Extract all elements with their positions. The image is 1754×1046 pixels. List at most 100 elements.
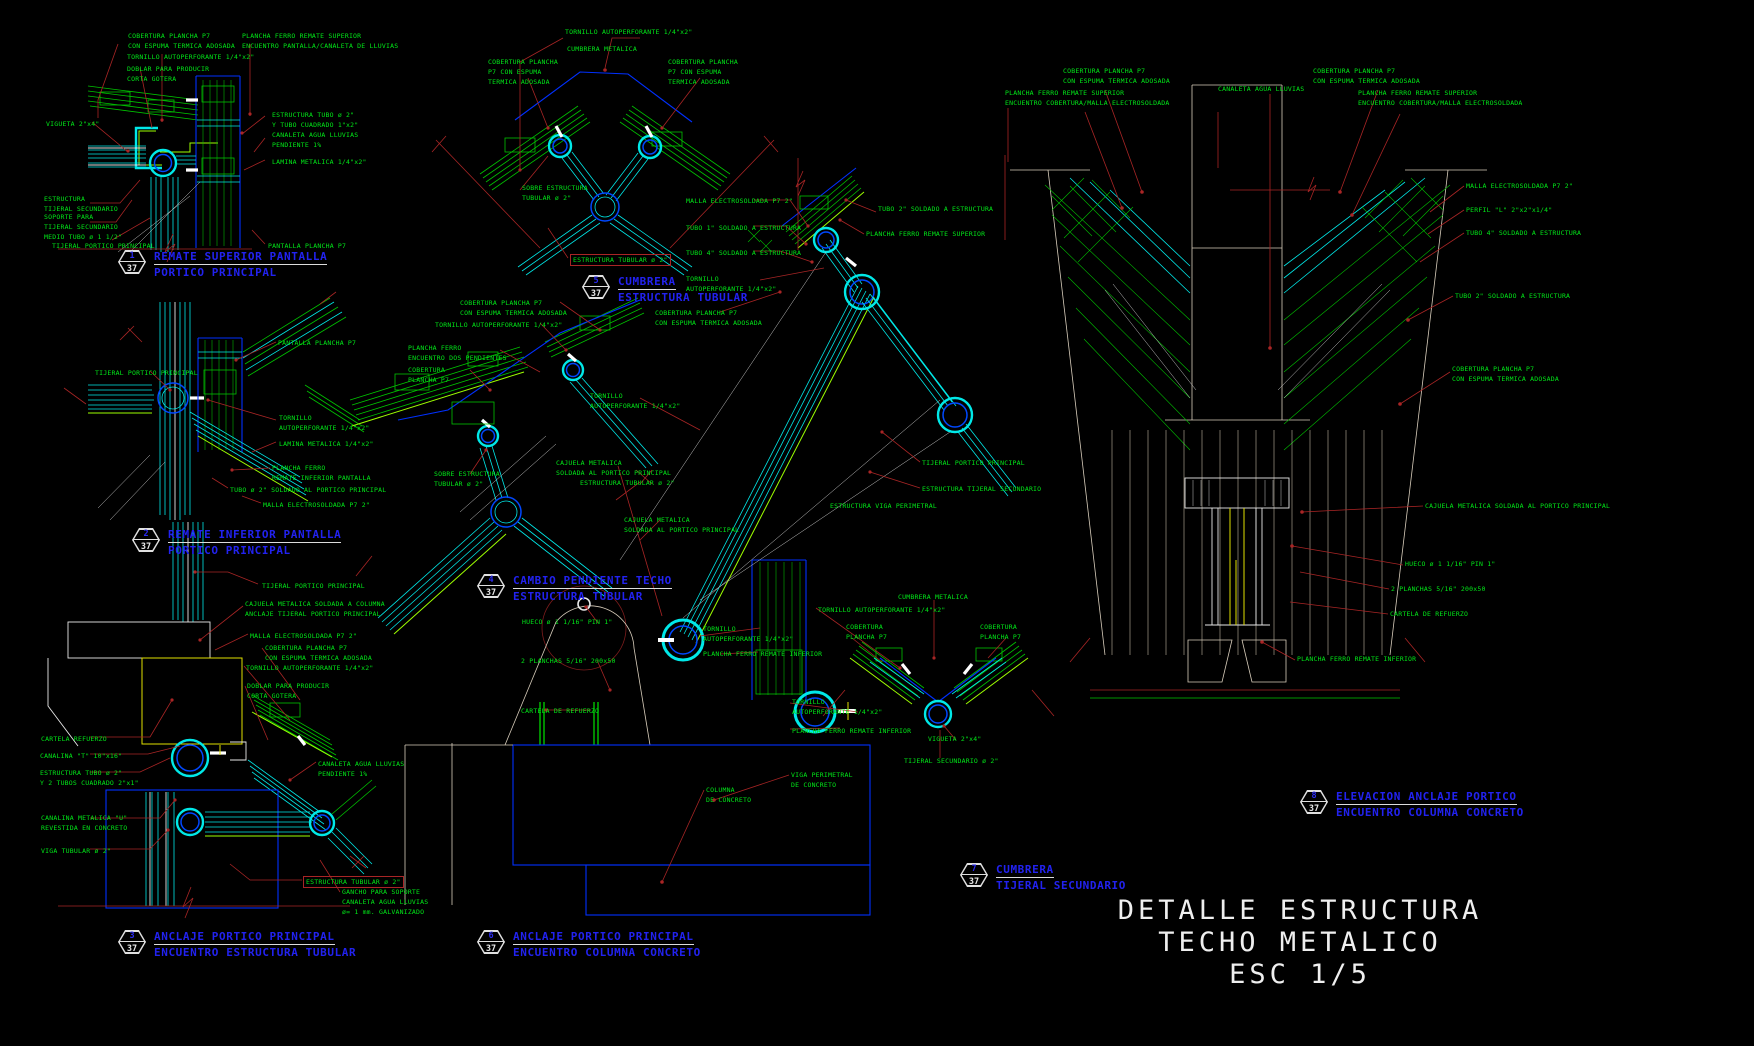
detail-number: 5 xyxy=(593,275,599,286)
annotation-label: PLANCHA FERRO REMATE INFERIOR xyxy=(1297,655,1417,663)
sheet-title-line-3: ESC 1/5 xyxy=(1229,958,1371,990)
sheet-number: 37 xyxy=(126,263,138,274)
sheet-number: 37 xyxy=(140,541,152,552)
annotation-label: PANTALLA PLANCHA P7 xyxy=(278,339,357,347)
annotation-label: CAJUELA METALICA SOLDADA AL PORTICO PRIN… xyxy=(624,516,740,535)
annotation-label: CARTELA DE REFUERZO xyxy=(1390,610,1469,618)
annotation-label: ESTRUCTURA TUBULAR ø 2" xyxy=(303,876,404,889)
sheet-number: 37 xyxy=(968,876,980,887)
annotation-label: MALLA ELECTROSOLDADA P7 2" xyxy=(1466,182,1573,190)
annotation-label: COLUMNA DE CONCRETO xyxy=(706,786,752,805)
annotation-label: TUBO 1" SOLDADO A ESTRUCTURA xyxy=(686,224,802,232)
annotation-label: TORNILLO AUTOPERFORANTE 1/4"x2" xyxy=(565,28,693,36)
annotation-label: TIJERAL PORTICO PRINCIPAL xyxy=(95,369,198,377)
detail-number: 6 xyxy=(488,930,494,941)
annotation-label: PLANCHA FERRO ENCUENTRO DOS PENDIENTES xyxy=(408,344,507,363)
annotation-label: DOBLAR PARA PRODUCIR CORTA GOTERA xyxy=(247,682,330,701)
detail-title-text: REMATE SUPERIOR PANTALLA PORTICO PRINCIP… xyxy=(154,250,328,279)
detail-number: 1 xyxy=(129,250,135,261)
detail-number: 2 xyxy=(143,528,149,539)
annotation-label: TUBO 2" SOLDADO A ESTRUCTURA xyxy=(1455,292,1571,300)
annotation-label: COBERTURA PLANCHA P7 CON ESPUMA TERMICA … xyxy=(1452,365,1559,384)
annotation-label: TORNILLO AUTOPERFORANTE 1/4"x2" xyxy=(686,275,777,294)
annotation-label: TUBO ø 2" SOLDADO AL PORTICO PRINCIPAL xyxy=(230,486,387,494)
annotation-label: CARTELA REFUERZO xyxy=(41,735,107,743)
annotation-label: CUMBRERA METALICA xyxy=(567,45,637,53)
annotation-label: CARTELA DE REFUERZO xyxy=(521,707,600,715)
annotation-label: DOBLAR PARA PRODUCIR CORTA GOTERA xyxy=(127,65,210,84)
annotation-label: MALLA ELECTROSOLDADA P7 2" xyxy=(250,632,357,640)
annotation-label: COBERTURA PLANCHA P7 xyxy=(846,623,888,642)
detail-title-text: ELEVACION ANCLAJE PORTICO ENCUENTRO COLU… xyxy=(1336,790,1524,819)
annotation-label: COBERTURA PLANCHA P7 CON ESPUMA TERMICA … xyxy=(668,58,738,87)
detail-title-line-1: CAMBIO PENDIENTE TECHO xyxy=(513,574,672,589)
annotation-label: TIJERAL PORTICO PRINCIPAL xyxy=(922,459,1025,467)
detail-number: 7 xyxy=(971,863,977,874)
annotation-label: PANTALLA PLANCHA P7 xyxy=(268,242,347,250)
annotation-label: CAJUELA METALICA SOLDADA AL PORTICO PRIN… xyxy=(1425,502,1611,510)
detail-title-text: REMATE INFERIOR PANTALLA PORTICO PRINCIP… xyxy=(168,528,342,557)
annotation-label: MALLA ELECTROSOLDADA P7 2" xyxy=(686,197,793,205)
detail-number-hexagon-icon: 8 37 xyxy=(1300,790,1328,814)
annotation-label: CANALINA METALICA "U" REVESTIDA EN CONCR… xyxy=(41,814,128,833)
detail-title-line-1: ANCLAJE PORTICO PRINCIPAL xyxy=(154,930,335,945)
annotation-label: TORNILLO AUTOPERFORANTE 1/4"x2" xyxy=(818,606,946,614)
detail-title-line-1: CUMBRERA xyxy=(996,863,1054,878)
detail-title-line-1: REMATE INFERIOR PANTALLA xyxy=(168,528,342,543)
annotation-label: COBERTURA PLANCHA P7 CON ESPUMA TERMICA … xyxy=(1313,67,1420,86)
detail-title-text: CUMBRERA TIJERAL SECUNDARIO xyxy=(996,863,1126,892)
sheet-title-block: DETALLE ESTRUCTURA TECHO METALICO ESC 1/… xyxy=(1100,895,1500,991)
detail-number-hexagon-icon: 6 37 xyxy=(477,930,505,954)
annotation-label: TUBO 4" SOLDADO A ESTRUCTURA xyxy=(1466,229,1582,237)
sheet-title-line-1: DETALLE ESTRUCTURA xyxy=(1117,895,1483,926)
annotation-label: COBERTURA PLANCHA P7 xyxy=(980,623,1022,642)
annotation-label: TORNILLO AUTOPERFORANTE 1/4"x2" xyxy=(279,414,370,433)
detail-number-hexagon-icon: 1 37 xyxy=(118,250,146,274)
annotation-label: ESTRUCTURA VIGA PERIMETRAL xyxy=(830,502,937,510)
detail-title-text: CUMBRERA ESTRUCTURA TUBULAR xyxy=(618,275,748,304)
detail-title-line-2: PORTICO PRINCIPAL xyxy=(168,544,291,557)
detail-number-hexagon-icon: 4 37 xyxy=(477,574,505,598)
annotation-label: LAMINA METALICA 1/4"x2" xyxy=(272,158,367,166)
detail-title-line-2: PORTICO PRINCIPAL xyxy=(154,266,277,279)
detail-7-drawing xyxy=(815,600,1055,758)
detail-title-line-2: TIJERAL SECUNDARIO xyxy=(996,879,1127,892)
annotation-label: PLANCHA FERRO REMATE SUPERIOR ENCUENTRO … xyxy=(1005,89,1170,108)
annotation-label: CANALETA AGUA LLUVIAS PENDIENTE 1% xyxy=(318,760,405,779)
sheet-number: 37 xyxy=(126,943,138,954)
detail-title-line-2: ESTRUCTURA TUBULAR xyxy=(618,291,749,304)
annotation-label: CAJUELA METALICA SOLDADA A COLUMNA ANCLA… xyxy=(245,600,385,619)
annotation-label: COBERTURA PLANCHA P7 CON ESPUMA TERMICA … xyxy=(1063,67,1170,86)
sheet-title-line-2: TECHO METALICO xyxy=(1158,926,1442,958)
annotation-label: COBERTURA PLANCHA P7 CON ESPUMA TERMICA … xyxy=(128,32,235,51)
annotation-label: TUBO 2" SOLDADO A ESTRUCTURA xyxy=(878,205,994,213)
annotation-label: GANCHO PARA SOPORTE CANALETA AGUA LLUVIA… xyxy=(342,888,429,917)
detail-number-hexagon-icon: 3 37 xyxy=(118,930,146,954)
annotation-label: HUECO ø 1 1/16" PIN 1" xyxy=(522,618,613,626)
annotation-label: COBERTURA PLANCHA P7 xyxy=(408,366,450,385)
detail-title-line-1: REMATE SUPERIOR PANTALLA xyxy=(154,250,328,265)
annotation-label: TORNILLO AUTOPERFORANTE 1/4"x2" xyxy=(792,698,883,717)
annotation-label: PLANCHA FERRO REMATE SUPERIOR xyxy=(866,230,986,238)
detail-title-line-1: ELEVACION ANCLAJE PORTICO xyxy=(1336,790,1517,805)
detail-number: 4 xyxy=(488,574,494,585)
detail-title-text: CAMBIO PENDIENTE TECHO ESTRUCTURA TUBULA… xyxy=(513,574,672,603)
detail-5-drawing xyxy=(431,37,779,276)
annotation-label: COBERTURA PLANCHA P7 CON ESPUMA TERMICA … xyxy=(488,58,558,87)
truss-drawing xyxy=(617,155,1017,662)
annotation-label: PLANCHA FERRO REMATE SUPERIOR ENCUENTRO … xyxy=(1358,89,1523,108)
detail-number-hexagon-icon: 7 37 xyxy=(960,863,988,887)
detail-title-line-2: ESTRUCTURA TUBULAR xyxy=(513,590,644,603)
annotation-label: VIGUETA 2"x4" xyxy=(46,120,100,128)
annotation-label: COBERTURA PLANCHA P7 CON ESPUMA TERMICA … xyxy=(655,309,762,328)
annotation-label: ESTRUCTURA TUBULAR ø 2" xyxy=(570,254,671,267)
annotation-label: PLANCHA FERRO REMATE INFERIOR PANTALLA xyxy=(272,464,371,483)
detail-number-hexagon-icon: 5 37 xyxy=(582,275,610,299)
annotation-label: ESTRUCTURA TIJERAL SECUNDARIO xyxy=(44,195,119,214)
annotation-label: TORNILLO AUTOPERFORANTE 1/4"x2" xyxy=(127,53,255,61)
annotation-label: CANALINA "T" 10"x16" xyxy=(40,752,123,760)
